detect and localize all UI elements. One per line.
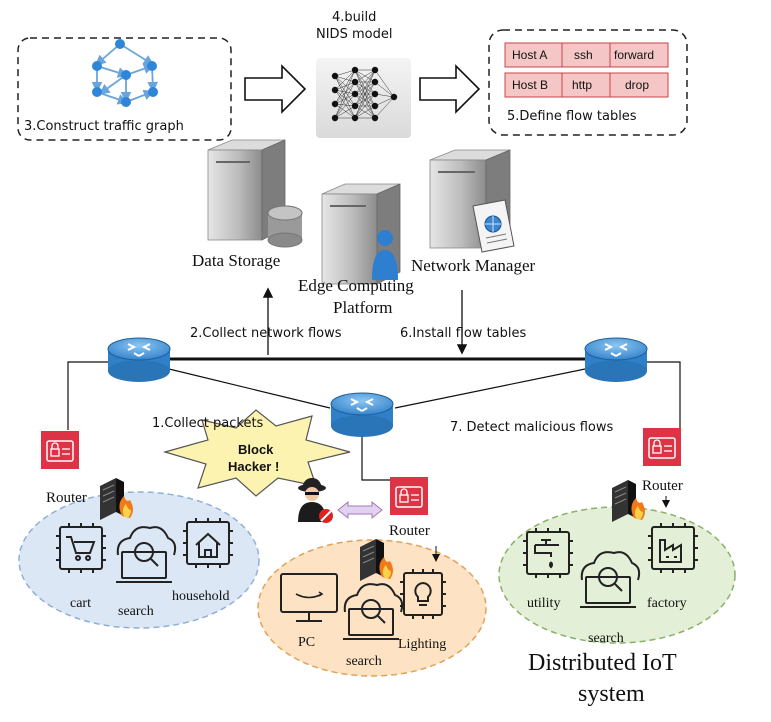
data-storage-server-icon xyxy=(207,139,303,248)
flow-table-cell: http xyxy=(572,78,593,92)
middle-search-cloud-icon xyxy=(343,583,404,640)
traffic-graph-nodes xyxy=(92,39,158,107)
link-right-router-center xyxy=(394,367,591,409)
step-define-tables-label: 5.Define flow tables xyxy=(507,109,637,124)
network-manager-label: Network Manager xyxy=(411,256,536,275)
step-build-model-label-1: 4.build xyxy=(332,10,377,25)
link-left-router-center xyxy=(164,367,331,409)
device-label: search xyxy=(588,631,624,646)
household-icon xyxy=(183,518,233,568)
data-storage-label: Data Storage xyxy=(192,251,281,270)
step-detect-flows-label: 7. Detect malicious flows xyxy=(450,420,614,435)
block-hacker-burst xyxy=(162,409,351,497)
left-search-cloud-icon xyxy=(116,526,177,583)
step-construct-graph-label: 3.Construct traffic graph xyxy=(24,119,184,134)
factory-icon xyxy=(648,523,698,573)
flow-table-cell: forward xyxy=(614,48,655,62)
right-firewall-icon xyxy=(612,480,645,522)
link-center-drop xyxy=(361,430,393,490)
edge-computing-label-2: Platform xyxy=(333,298,393,317)
left-firewall-icon xyxy=(100,478,133,520)
system-title-line-2: system xyxy=(578,681,645,707)
right-security-badge-icon xyxy=(643,428,681,466)
device-label: household xyxy=(172,589,230,604)
left-router-icon xyxy=(107,337,171,382)
step-install-tables-label: 6.Install flow tables xyxy=(400,326,527,341)
device-label: Lighting xyxy=(398,637,447,652)
device-label: cart xyxy=(70,596,91,611)
lighting-icon xyxy=(400,569,446,619)
traffic-graph-box xyxy=(17,37,232,141)
system-title-line-1: Distributed IoT xyxy=(528,650,677,676)
document-globe-icon xyxy=(472,199,515,253)
middle-security-badge-icon xyxy=(390,477,428,515)
pc-monitor-icon xyxy=(280,573,338,622)
middle-router-label: Router xyxy=(389,523,430,539)
flow-table-cell: drop xyxy=(625,78,650,92)
link-left-drop xyxy=(67,361,110,430)
center-router-icon xyxy=(330,392,394,437)
right-search-cloud-icon xyxy=(580,551,641,608)
alert-block-label: Block xyxy=(238,442,274,457)
user-person-icon xyxy=(372,230,398,280)
flow-table-grid xyxy=(504,42,669,98)
arrow-model-to-tables-icon xyxy=(419,64,481,114)
device-label: factory xyxy=(647,596,687,611)
hacker-icon xyxy=(298,478,333,523)
right-router-icon xyxy=(584,337,648,382)
left-security-badge-icon xyxy=(41,431,79,469)
link-right-drop xyxy=(645,361,681,430)
cart-icon xyxy=(56,523,106,573)
edge-computing-label-1: Edge Computing xyxy=(298,276,414,295)
middle-firewall-icon xyxy=(360,539,393,581)
device-label: utility xyxy=(527,596,561,611)
neural-network-icon xyxy=(334,69,395,119)
arrow-graph-to-model-icon xyxy=(244,64,307,114)
device-label: search xyxy=(118,604,154,619)
device-label: search xyxy=(346,654,382,669)
step-collect-flows-label: 2.Collect network flows xyxy=(190,326,342,341)
bidirectional-arrow-icon xyxy=(337,500,383,520)
flow-table-cell: Host A xyxy=(512,48,548,62)
step-build-model-label-2: NIDS model xyxy=(316,27,393,42)
alert-hacker-label: Hacker ! xyxy=(228,459,280,474)
neural-network-nodes xyxy=(331,66,398,122)
flow-tables-box xyxy=(488,29,688,136)
left-router-label: Router xyxy=(46,490,87,506)
right-router-label: Router xyxy=(642,478,683,494)
flow-table-cell: Host B xyxy=(512,78,549,92)
device-label: PC xyxy=(298,635,316,650)
utility-faucet-icon xyxy=(523,528,573,578)
flow-table-cell: ssh xyxy=(574,48,593,62)
step-collect-packets-label: 1.Collect packets xyxy=(152,416,264,431)
